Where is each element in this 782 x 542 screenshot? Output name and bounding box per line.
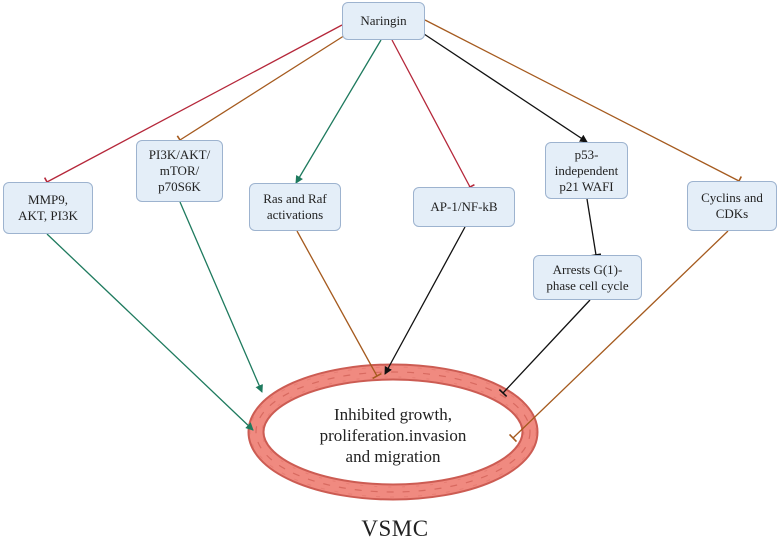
edge-p53-to-arrests [586, 198, 597, 256]
edge-naringin-to-mmp9 [46, 24, 343, 183]
node-mmp9-akt-pi3k: MMP9, AKT, PI3K [3, 182, 93, 234]
node-cyclins-cdks: Cyclins and CDKs [687, 181, 777, 231]
edge-naringin-to-pi3k_mtor [179, 31, 351, 141]
inhibit-bar-ras_raf-to-outcome [372, 372, 382, 380]
edge-ras_raf-to-outcome [296, 230, 378, 377]
edges-layer [43, 19, 742, 443]
edge-arrests-to-outcome [502, 299, 591, 394]
edge-naringin-to-p53 [417, 29, 588, 143]
edge-naringin-to-ap1 [391, 39, 471, 188]
node-naringin: Naringin [342, 2, 425, 40]
vsmc-cell-illustration [247, 363, 539, 501]
inhibit-bar-cyclins-to-outcome [508, 433, 518, 443]
node-p53-p21: p53- independent p21 WAFI [545, 142, 628, 199]
edge-ap1-to-outcome [384, 226, 466, 375]
edge-pi3k_mtor-to-outcome [179, 201, 263, 393]
node-ras-raf: Ras and Raf activations [249, 183, 341, 231]
edge-naringin-to-cyclins [424, 19, 740, 182]
node-pi3k-akt-mtor: PI3K/AKT/ mTOR/ p70S6K [136, 140, 223, 202]
edge-mmp9-to-outcome [46, 233, 254, 431]
node-arrests-g1: Arrests G(1)- phase cell cycle [533, 255, 642, 300]
edge-naringin-to-ras_raf [295, 39, 382, 184]
edge-cyclins-to-outcome [512, 230, 729, 439]
caption-vsmc: VSMC [361, 516, 429, 541]
outcome-text: Inhibited growth, proliferation.invasion… [319, 405, 467, 466]
node-ap1-nfkb: AP-1/NF-kB [413, 187, 515, 227]
inhibit-bar-arrests-to-outcome [498, 389, 508, 397]
